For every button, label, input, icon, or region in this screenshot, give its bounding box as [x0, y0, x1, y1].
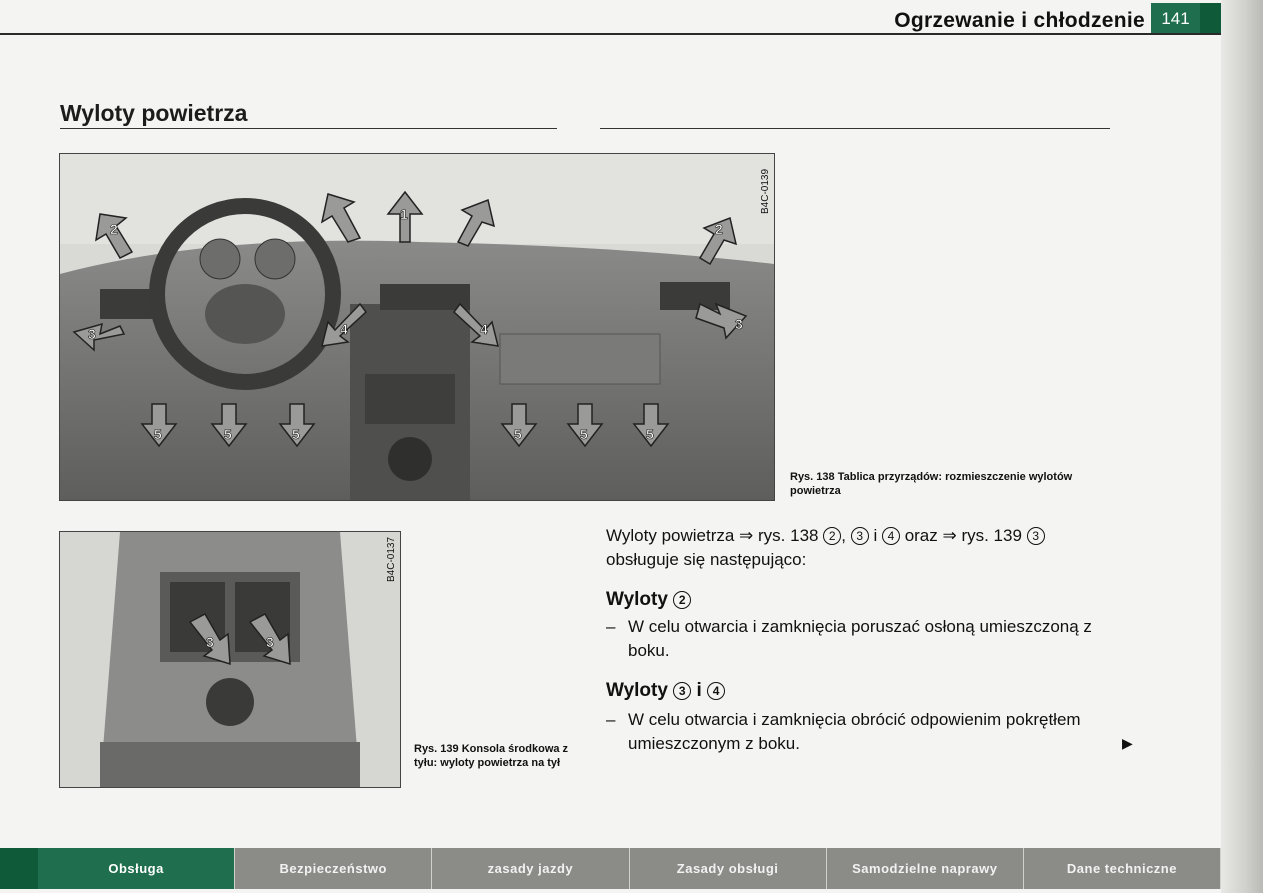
label-5-b: 5 — [224, 426, 232, 442]
rear-vent-knob — [206, 678, 254, 726]
label-3-rear-left: 3 — [206, 634, 214, 650]
label-3-rear-right: 3 — [266, 634, 274, 650]
tab-obsluga[interactable]: Obsługa — [38, 848, 236, 889]
footer-tab-bar: Obsługa Bezpieczeństwo zasady jazdy Zasa… — [38, 848, 1222, 889]
heading-underline — [60, 128, 557, 129]
vent-center — [380, 284, 470, 310]
tab-dane-techniczne[interactable]: Dane techniczne — [1023, 848, 1222, 889]
page-number-badge: 141 — [1151, 3, 1200, 34]
footer-left-block — [0, 848, 38, 889]
ref-number: 2 — [673, 591, 692, 609]
rear-console-illustration: 3 3 — [60, 532, 400, 787]
tab-zasady-obslugi[interactable]: Zasady obsługi — [629, 848, 827, 889]
arrow-1-group — [72, 190, 748, 352]
tab-samodzielne-naprawy[interactable]: Samodzielne naprawy — [826, 848, 1024, 889]
instruction-vent-3-4: – W celu otwarcia i zamknięcia obrócić o… — [606, 710, 1081, 753]
intro-paragraph: Wyloty powietrza ⇒ rys. 138 2, 3 i 4 ora… — [606, 524, 1121, 572]
gear-knob — [388, 437, 432, 481]
ref-number: 3 — [1026, 527, 1045, 545]
figure-code: B4C-0137 — [386, 536, 397, 582]
label-4-left: 4 — [340, 321, 348, 337]
label-4-right: 4 — [480, 321, 488, 337]
dashboard-illustration: 1 2 2 3 3 4 4 5 5 5 5 5 5 — [60, 154, 774, 500]
ref-number: 4 — [707, 682, 726, 700]
steering-wheel — [149, 198, 341, 390]
label-5-a: 5 — [154, 426, 162, 442]
page-badge-tab — [1200, 3, 1221, 34]
ref-number: 4 — [881, 527, 900, 545]
label-3-left: 3 — [88, 326, 96, 342]
label-2-left: 2 — [110, 221, 118, 237]
arrow-3-group — [188, 612, 291, 666]
section-title: Ogrzewanie i chłodzenie — [894, 9, 1145, 32]
label-1: 1 — [400, 206, 408, 222]
figure-caption-139: Rys. 139 Konsola środkowa z tyłu: wyloty… — [414, 743, 569, 769]
label-2-right: 2 — [715, 221, 723, 237]
book-spine-shadow — [1221, 0, 1263, 893]
arrow-5-group — [140, 403, 670, 448]
column-rule — [600, 128, 1110, 129]
label-5-c: 5 — [292, 426, 300, 442]
ref-number: 3 — [850, 527, 869, 545]
figure-rear-console-vents: 3 3 B4C-0137 — [59, 531, 401, 788]
subheading-vent-3-4: Wyloty 3 i 4 — [606, 680, 726, 702]
label-3-right: 3 — [735, 316, 743, 332]
header-rule — [0, 33, 1221, 35]
tab-bezpieczenstwo[interactable]: Bezpieczeństwo — [235, 848, 433, 889]
figure-code: B4C-0139 — [760, 168, 771, 214]
subheading-vent-2: Wyloty 2 — [606, 589, 692, 611]
instruction-vent-2: – W celu otwarcia i zamknięcia poruszać … — [606, 617, 1092, 660]
ref-number: 2 — [823, 527, 842, 545]
ref-number: 3 — [673, 682, 692, 700]
glovebox — [499, 333, 661, 385]
page-heading: Wyloty powietrza — [60, 100, 248, 126]
tab-zasady-jazdy[interactable]: zasady jazdy — [432, 848, 630, 889]
label-5-f: 5 — [646, 426, 654, 442]
label-5-d: 5 — [514, 426, 522, 442]
continue-arrow-icon: ▶ — [1122, 735, 1133, 751]
figure-dashboard-vents: 1 2 2 3 3 4 4 5 5 5 5 5 5 B4C-0139 — [59, 153, 775, 501]
label-5-e: 5 — [580, 426, 588, 442]
figure-caption-138: Rys. 138 Tablica przyrządów: rozmieszcze… — [790, 471, 1073, 497]
